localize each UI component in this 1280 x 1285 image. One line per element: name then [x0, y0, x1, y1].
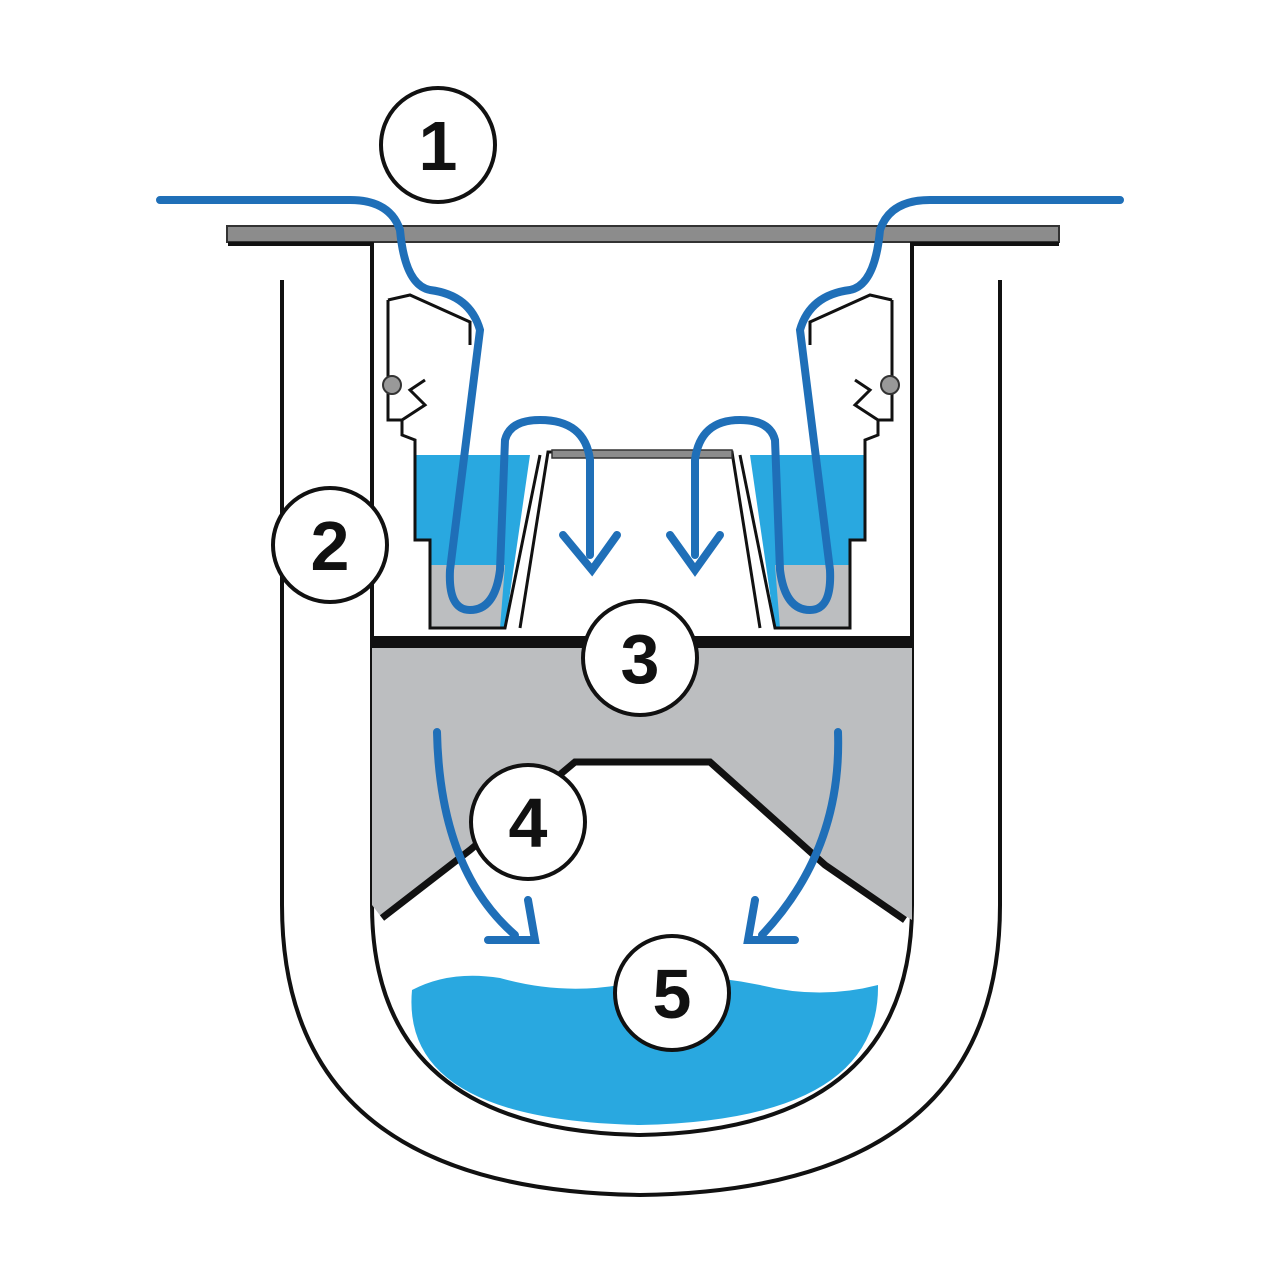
callout-2: 2 — [271, 486, 389, 604]
inner-body — [228, 242, 1059, 1138]
callout-label-2: 2 — [311, 507, 350, 585]
arrow-head-icon — [484, 896, 540, 944]
flow-lines — [156, 196, 1124, 939]
callout-label-5: 5 — [653, 955, 692, 1033]
callout-label-1: 1 — [419, 107, 458, 185]
callout-label-4: 4 — [509, 784, 548, 862]
deck-plate — [226, 225, 1060, 243]
callout-5: 5 — [613, 934, 731, 1052]
arrow-heads — [484, 531, 799, 944]
center-cap — [518, 449, 762, 629]
funnel-insert — [372, 645, 912, 920]
callout-3: 3 — [581, 599, 699, 717]
callout-label-3: 3 — [621, 620, 660, 698]
callout-1: 1 — [379, 86, 497, 204]
outer-pipe — [280, 280, 1002, 1198]
arrow-head-icon — [743, 896, 799, 944]
callout-4: 4 — [469, 763, 587, 881]
arrow-head-icon — [559, 531, 621, 577]
arrow-head-icon — [666, 531, 724, 577]
funnel-insert-edge — [379, 758, 907, 923]
water-reservoir — [411, 975, 879, 1125]
